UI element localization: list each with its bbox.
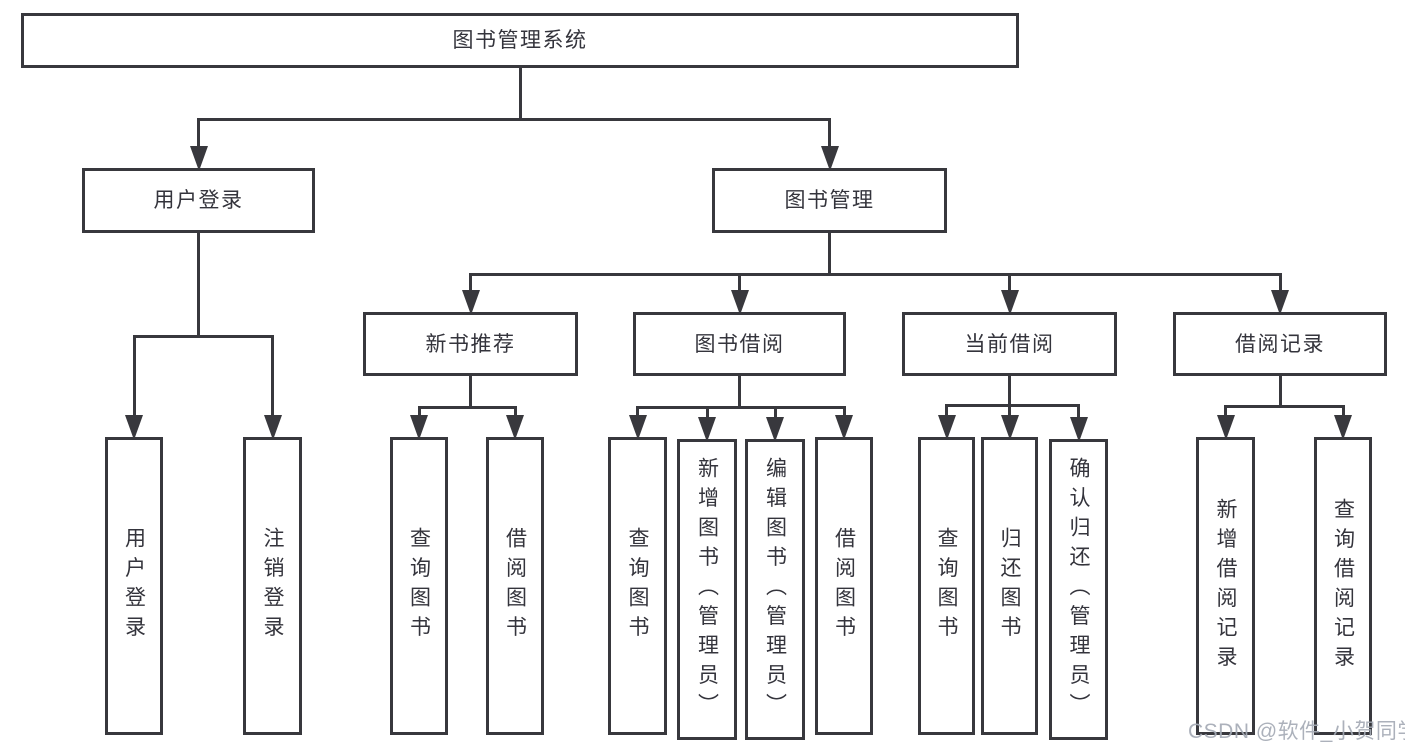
connector-line (513, 406, 517, 419)
node-borrowing-records: 借阅记录 (1173, 312, 1387, 376)
connector-line (197, 231, 200, 338)
node-current-borrowing: 当前借阅 (902, 312, 1117, 376)
connector-line (518, 66, 522, 121)
connector-line (738, 374, 741, 409)
connector-line (469, 374, 472, 409)
arrow-down-icon (766, 417, 784, 442)
arrow-down-icon (1334, 415, 1352, 440)
connector-line (197, 118, 200, 150)
connector-line (636, 406, 846, 409)
connector-line (132, 335, 274, 338)
connector-line (469, 273, 1282, 276)
connector-line (197, 118, 831, 121)
arrow-down-icon (410, 415, 428, 440)
arrow-down-icon (628, 415, 647, 440)
node-borrow-books-b: 借阅图书 (815, 437, 873, 735)
connector-line (636, 406, 639, 419)
connector-line (1224, 405, 1227, 419)
node-query-books-a: 查询图书 (390, 437, 448, 735)
arrow-down-icon (1216, 415, 1235, 440)
connector-line (945, 404, 1080, 407)
node-logout: 注销登录 (243, 437, 302, 735)
arrow-down-icon (506, 415, 524, 440)
watermark: CSDN @软件_小贺同学 (1188, 720, 1405, 743)
arrow-down-icon (820, 146, 839, 171)
connector-line (1224, 405, 1345, 408)
node-book-borrowing: 图书借阅 (633, 312, 846, 376)
node-book-management: 图书管理 (712, 168, 947, 233)
connector-line (945, 404, 948, 419)
connector-line (417, 406, 421, 419)
arrow-down-icon (835, 415, 853, 440)
node-query-borrow-record: 查询借阅记录 (1314, 437, 1372, 735)
arrow-down-icon (263, 415, 282, 440)
arrow-down-icon (698, 417, 716, 442)
connector-line (1278, 273, 1282, 294)
node-borrow-books-a: 借阅图书 (486, 437, 544, 735)
connector-line (1278, 374, 1282, 408)
arrow-down-icon (730, 290, 749, 315)
node-add-borrow-record: 新增借阅记录 (1196, 437, 1255, 735)
node-return-books: 归还图书 (981, 437, 1038, 735)
connector-line (1008, 404, 1011, 419)
node-query-books-b: 查询图书 (608, 437, 667, 735)
connector-line (469, 273, 472, 294)
arrow-down-icon (125, 415, 143, 440)
arrow-down-icon (189, 146, 208, 171)
node-user-login: 用户登录 (105, 437, 163, 735)
node-user-login-group: 用户登录 (82, 168, 315, 233)
arrow-down-icon (1069, 417, 1088, 442)
connector-line (132, 335, 136, 419)
arrow-down-icon (1000, 290, 1019, 315)
connector-line (738, 273, 741, 294)
connector-line (1008, 273, 1011, 294)
connector-line (1341, 405, 1345, 419)
connector-line (1008, 374, 1011, 407)
node-new-book-recommend: 新书推荐 (363, 312, 578, 376)
arrow-down-icon (1271, 290, 1289, 315)
arrow-down-icon (937, 415, 956, 440)
connector-line (705, 406, 709, 421)
connector-line (842, 406, 846, 419)
node-edit-book-admin: 编辑图书（管理员） (745, 439, 805, 740)
connector-line (417, 406, 517, 409)
connector-line (773, 406, 777, 421)
connector-line (828, 118, 831, 150)
connector-line (1077, 404, 1080, 421)
node-root: 图书管理系统 (21, 13, 1019, 68)
arrow-down-icon (1000, 415, 1019, 440)
node-add-book-admin: 新增图书（管理员） (677, 439, 737, 740)
node-query-books-c: 查询图书 (918, 437, 975, 735)
node-confirm-return-admin: 确认归还（管理员） (1049, 439, 1108, 740)
connector-line (271, 335, 274, 419)
connector-line (828, 231, 831, 276)
arrow-down-icon (461, 290, 480, 315)
